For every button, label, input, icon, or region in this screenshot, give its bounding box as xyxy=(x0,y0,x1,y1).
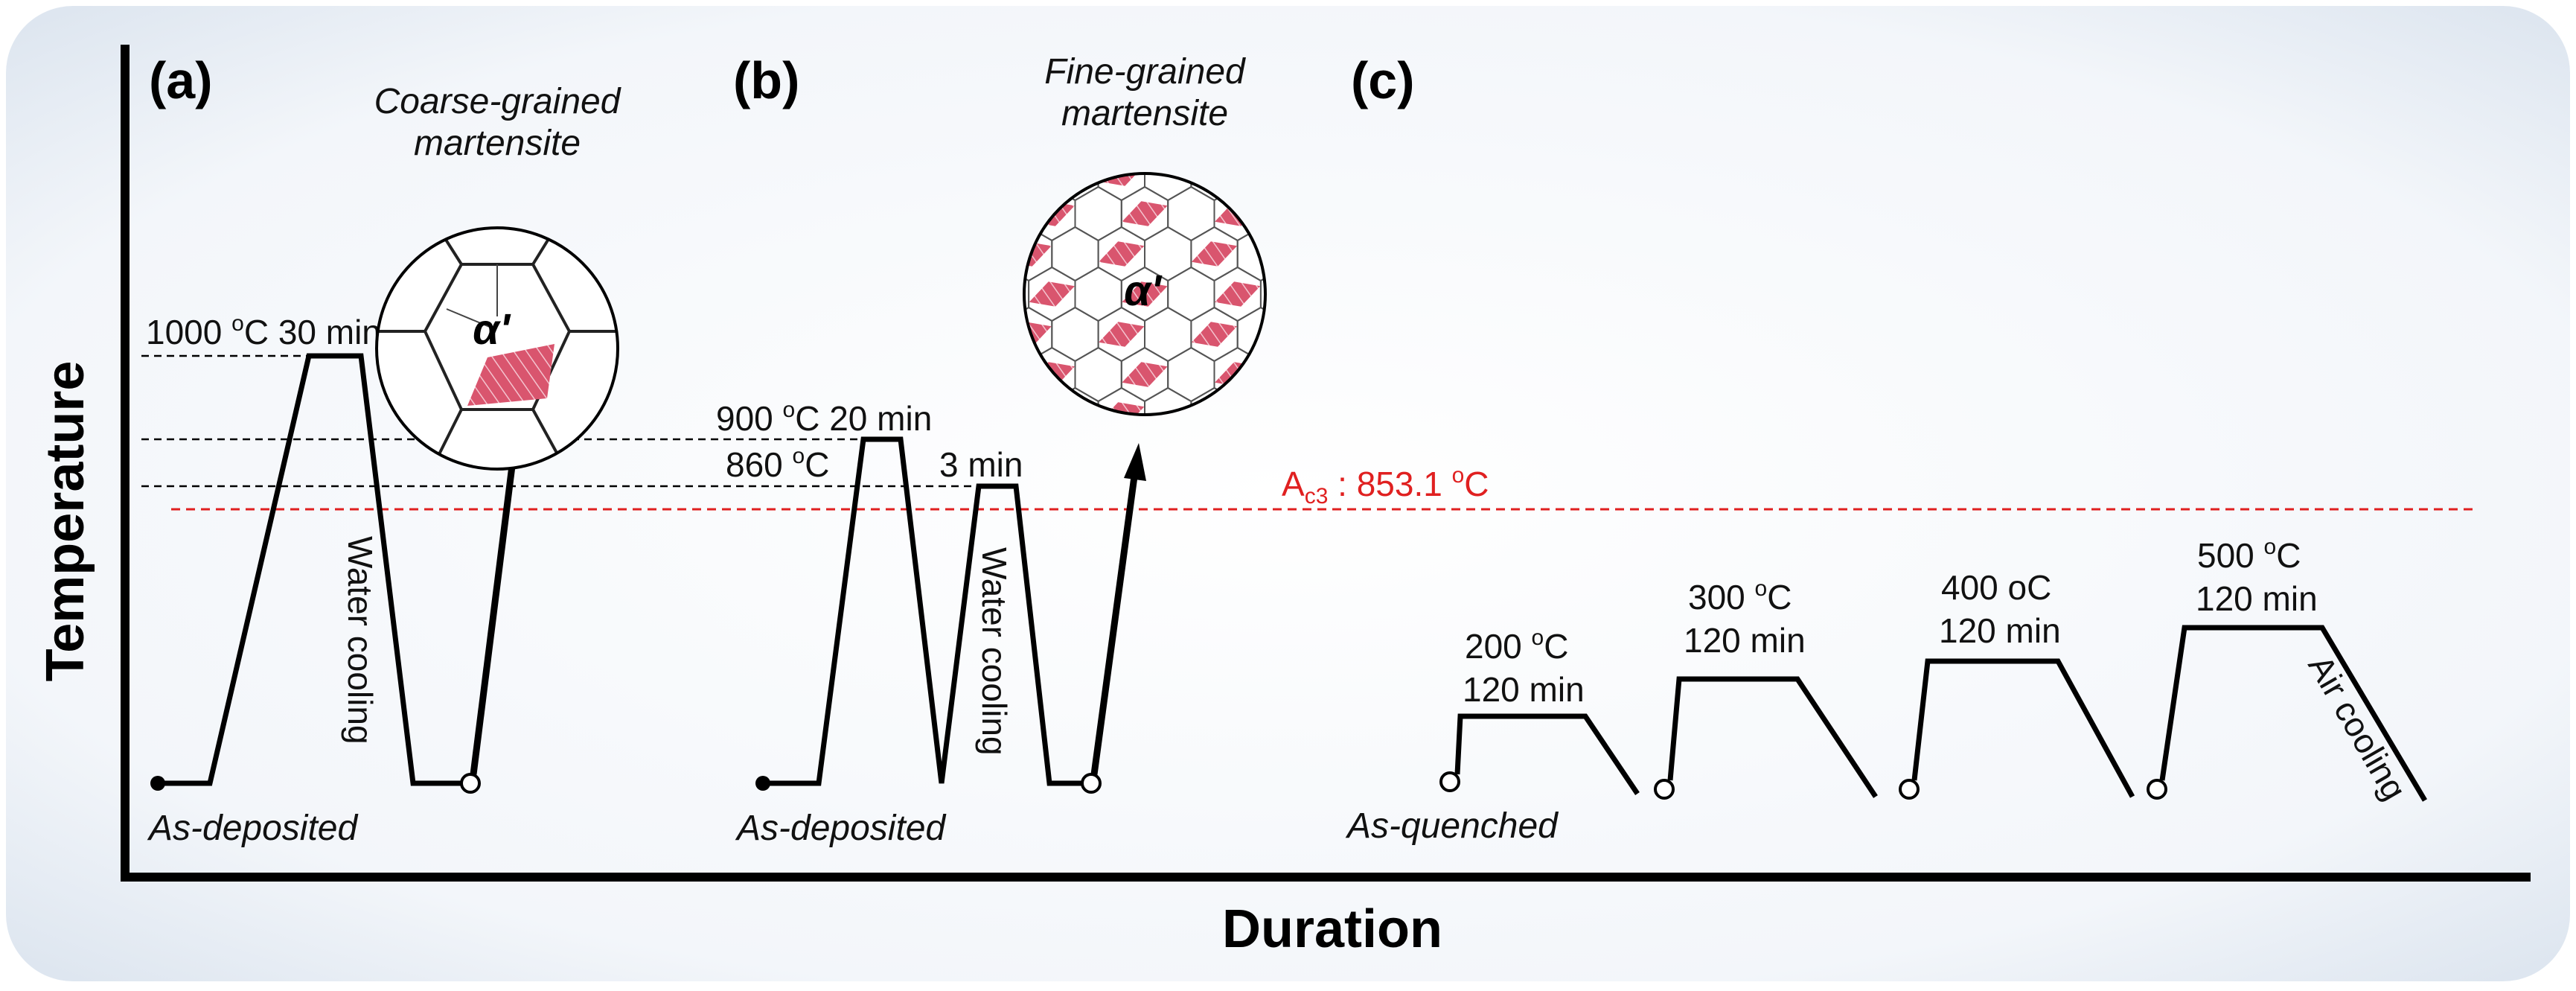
tempering-500-profile xyxy=(2159,625,2428,802)
panel-b-end-marker xyxy=(1081,773,1102,794)
panel-a-phase-symbol: α' xyxy=(473,305,511,354)
tempering-200-profile xyxy=(1454,713,1640,795)
panel-a-start-label: As-deposited xyxy=(147,809,358,848)
ac3-label: Ac3 : 853.1 oC xyxy=(1282,463,1489,509)
tempering-300-profile xyxy=(1667,676,1878,798)
tempering-500-time: 120 min xyxy=(2196,579,2318,618)
panel-b-hold2-label: 860 oC xyxy=(726,444,829,484)
tempering-200-temp: 200 oC xyxy=(1465,625,1568,666)
panel-b-tag: (b) xyxy=(733,51,799,109)
tempering-400-temp: 400 oC xyxy=(1941,568,2051,607)
panel-a-inset-title-1: Coarse-grained xyxy=(374,82,621,121)
panel-b-arrowhead xyxy=(1124,443,1146,481)
x-axis-title: Duration xyxy=(1222,899,1442,959)
y-axis-title: Temperature xyxy=(36,361,95,682)
tempering-400: 400 oC 120 min xyxy=(1899,568,2135,800)
tempering-200-start-marker xyxy=(1439,771,1460,792)
tempering-300-start-marker xyxy=(1654,779,1675,800)
panel-b-phase-symbol: α' xyxy=(1124,267,1163,315)
tempering-300: 300 oC 120 min xyxy=(1654,576,1878,800)
panel-b-hold1-label: 900 oC 20 min xyxy=(716,398,932,438)
panel-b-start-label: As-deposited xyxy=(735,809,946,848)
panel-b-profile xyxy=(763,436,1090,786)
panel-c-tag: (c) xyxy=(1351,51,1415,109)
panel-a-tag: (a) xyxy=(149,51,213,109)
panel-a-cooling-label: Water cooling xyxy=(341,536,380,745)
panel-b-hold2-time: 3 min xyxy=(939,445,1023,484)
tempering-400-profile xyxy=(1911,658,2135,798)
panel-a-end-marker xyxy=(460,773,481,794)
panel-a-profile xyxy=(158,353,469,786)
panel-b-arrow xyxy=(1090,476,1138,775)
panel-c-start-label: As-quenched xyxy=(1345,806,1559,846)
background-panel xyxy=(6,6,2570,981)
tempering-400-time: 120 min xyxy=(1939,611,2061,650)
tempering-200-time: 120 min xyxy=(1463,670,1585,709)
tempering-400-start-marker xyxy=(1899,779,1920,800)
panel-b-inset-title-1: Fine-grained xyxy=(1044,52,1246,92)
tempering-300-temp: 300 oC xyxy=(1688,576,1792,616)
panel-b-inset-title-2: martensite xyxy=(1061,94,1228,133)
tempering-300-time: 120 min xyxy=(1684,621,1806,660)
coarse-martensite-inset: α' xyxy=(375,226,619,471)
tempering-200: 200 oC 120 min xyxy=(1439,625,1640,795)
tempering-500-temp: 500 oC xyxy=(2197,535,2301,575)
panel-a-hold-label: 1000 oC 30 min xyxy=(146,311,381,351)
panel-a-inset-title-2: martensite xyxy=(414,124,581,163)
panel-a-arrow xyxy=(470,453,517,775)
tempering-500-start-marker xyxy=(2147,779,2167,800)
panel-b-cooling-label: Water cooling xyxy=(975,547,1014,756)
